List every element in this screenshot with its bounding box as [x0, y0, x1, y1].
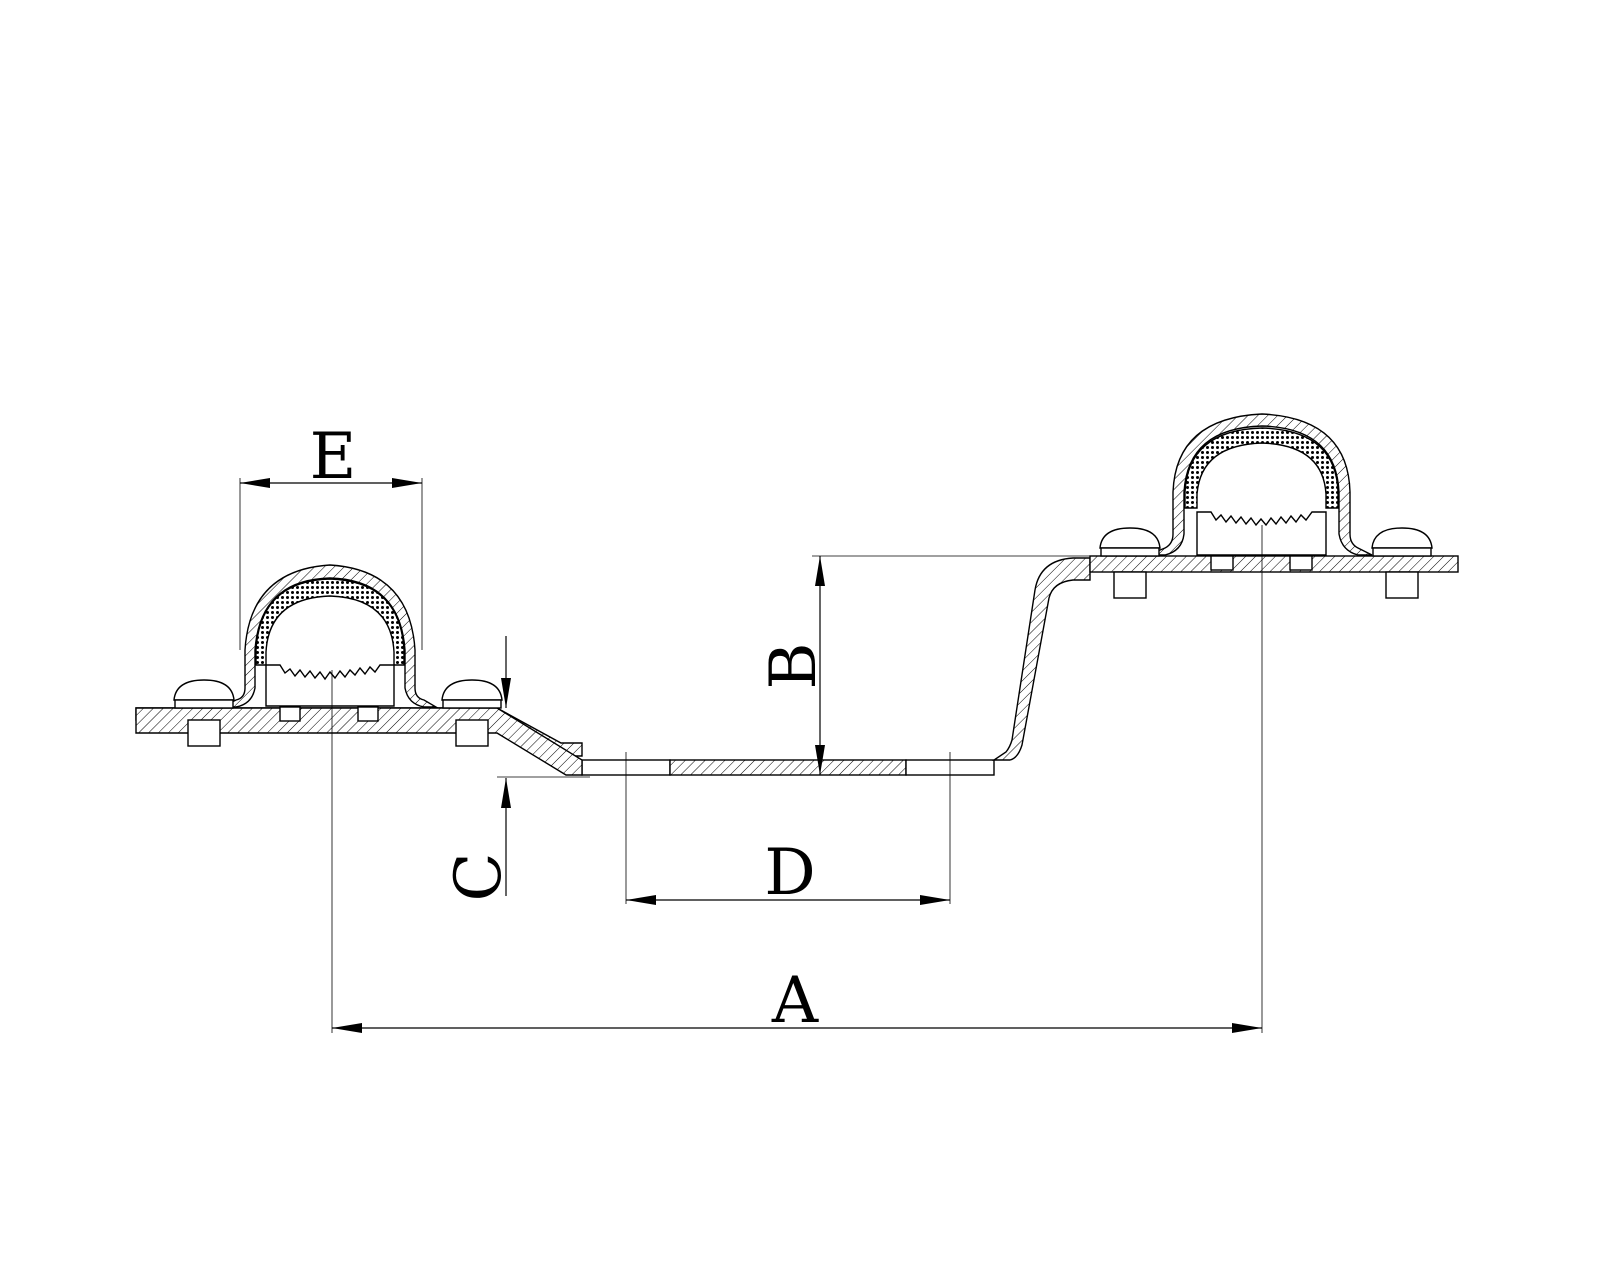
- dimension-e-label: E: [310, 420, 357, 494]
- left-clamp: [173, 564, 503, 747]
- dimension-a-label: A: [771, 964, 819, 1038]
- dimension-b-label: B: [757, 642, 831, 689]
- dimension-c: C: [442, 636, 516, 901]
- dimension-c-label: C: [442, 853, 516, 902]
- dimension-d-label: D: [764, 836, 815, 910]
- dimension-e: E: [240, 420, 422, 494]
- dimension-d: D: [626, 836, 950, 910]
- extension-lines: [239, 478, 1263, 1033]
- dimension-b: B: [757, 556, 831, 775]
- right-clamp: [1099, 413, 1433, 599]
- dimension-a: A: [332, 964, 1262, 1038]
